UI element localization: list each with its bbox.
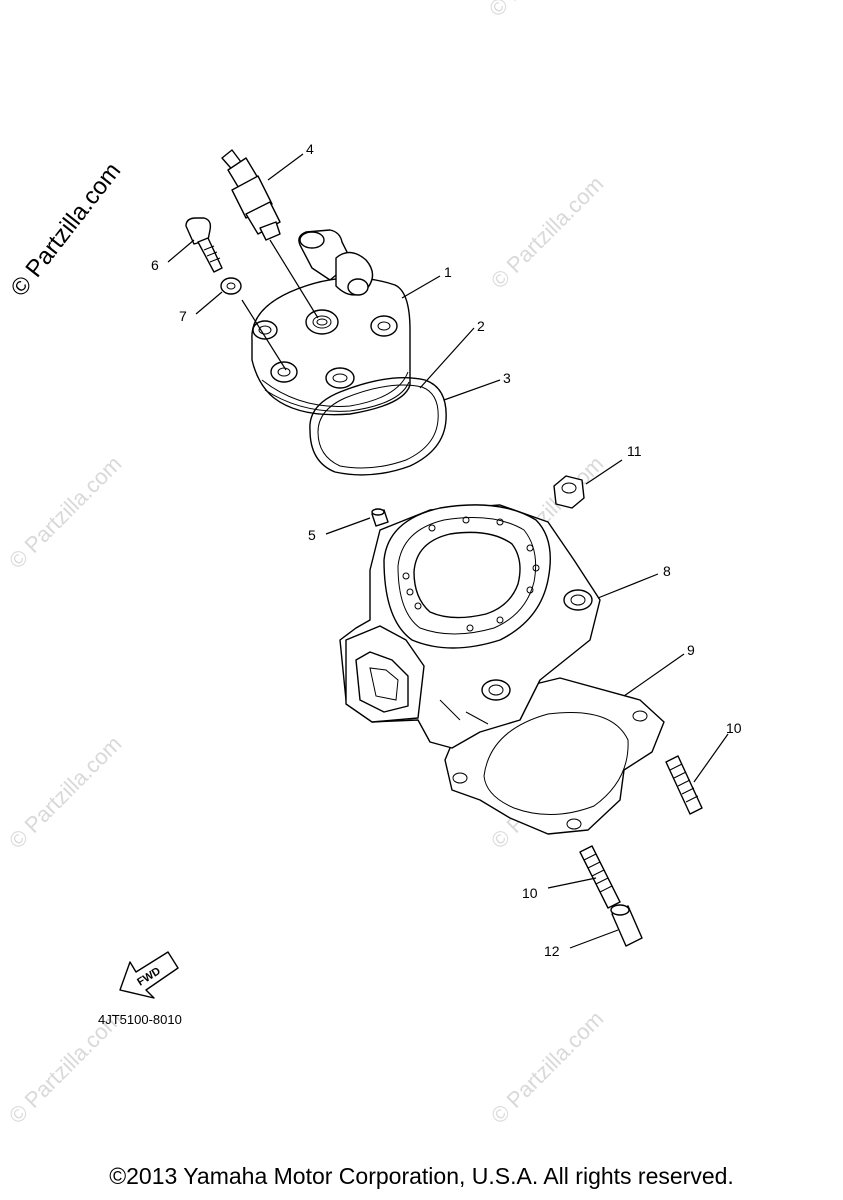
fwd-arrow: FWD [119,951,179,999]
leader-lines [167,153,729,949]
watermark-text: © Partzilla.com [4,451,127,574]
watermark-text: © Partzilla.com [486,171,609,294]
callout-6: 6 [151,257,159,273]
cylinder-head [251,229,411,416]
stud-bolt-upper [665,755,703,815]
callout-11: 11 [627,443,642,459]
callout-2: 2 [477,318,485,334]
callout-10-upper: 10 [726,720,742,736]
callout-8: 8 [663,563,671,579]
callout-1: 1 [444,264,452,280]
head-bolt [185,217,223,273]
copyright-footer: ©2013 Yamaha Motor Corporation, U.S.A. A… [109,1163,734,1189]
dowel-pin [371,508,389,527]
watermark-text: © Partzilla.com [4,731,127,854]
nut [553,475,585,509]
stud-bolt-lower [579,845,621,909]
diagram-code: 4JT5100-8010 [98,1012,182,1027]
callout-7: 7 [179,308,187,324]
callout-labels: 1 2 3 4 5 6 7 8 9 10 10 11 12 [151,141,742,959]
cylinder [339,504,601,749]
spark-plug [221,149,281,241]
callout-10-lower: 10 [522,885,538,901]
main-watermark: © Partzilla.com [5,158,126,302]
o-rings [309,377,447,476]
callout-3: 3 [503,370,511,386]
watermark-text: © Partzilla.com [486,1006,609,1129]
callout-5: 5 [308,527,316,543]
callout-4: 4 [306,141,314,157]
callout-9: 9 [687,642,695,658]
collar [610,904,643,947]
callout-12: 12 [544,943,560,959]
washer [220,277,242,295]
watermark-text: © Partzilla.com [484,0,607,22]
